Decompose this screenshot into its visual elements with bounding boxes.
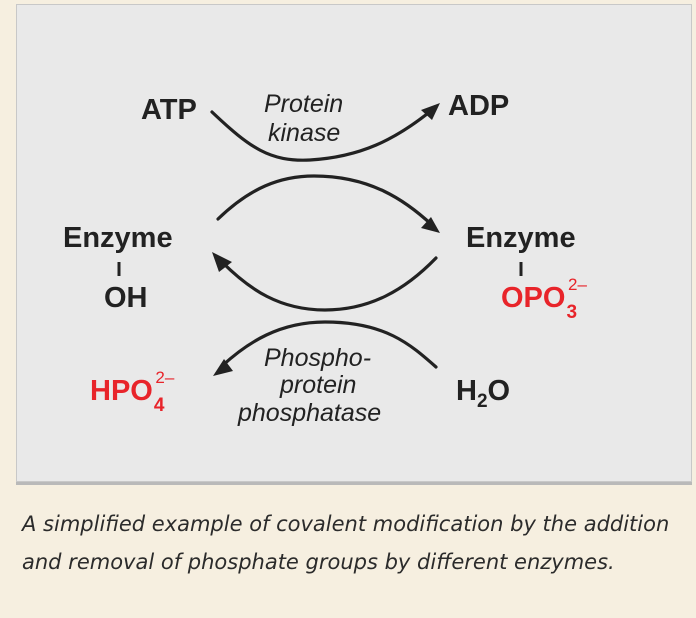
left-enzyme-arrowhead <box>212 252 232 272</box>
phosphatase-arc-arrow <box>220 320 438 369</box>
dephosphorylation-arc-arrow <box>220 256 438 312</box>
enzyme-right-label: Enzyme <box>466 222 576 254</box>
oh-label: OH <box>104 282 148 314</box>
phosphatase-label-line2: protein <box>279 371 356 399</box>
opo3-label: OPO32– <box>501 275 588 323</box>
atp-label: ATP <box>141 94 197 126</box>
phosphatase-label-line1: Phospho- <box>264 344 371 372</box>
right-enzyme-arrowhead <box>421 217 440 233</box>
adp-label: ADP <box>448 90 509 122</box>
enzyme-left-label: Enzyme <box>63 222 173 254</box>
kinase-arc-arrow <box>210 108 434 162</box>
figure-caption: A simplified example of covalent modific… <box>22 512 670 574</box>
adp-arrowhead <box>421 103 440 120</box>
phosphorylation-arc-arrow <box>216 174 434 227</box>
kinase-label-line1: Protein <box>264 90 343 118</box>
hpo-arrowhead <box>213 359 233 376</box>
kinase-label-line2: kinase <box>268 119 340 147</box>
phosphatase-label-line3: phosphatase <box>237 399 381 427</box>
hpo4-label: HPO42– <box>90 368 175 416</box>
figure-panel <box>16 4 692 485</box>
water-label: H2O <box>456 375 510 412</box>
